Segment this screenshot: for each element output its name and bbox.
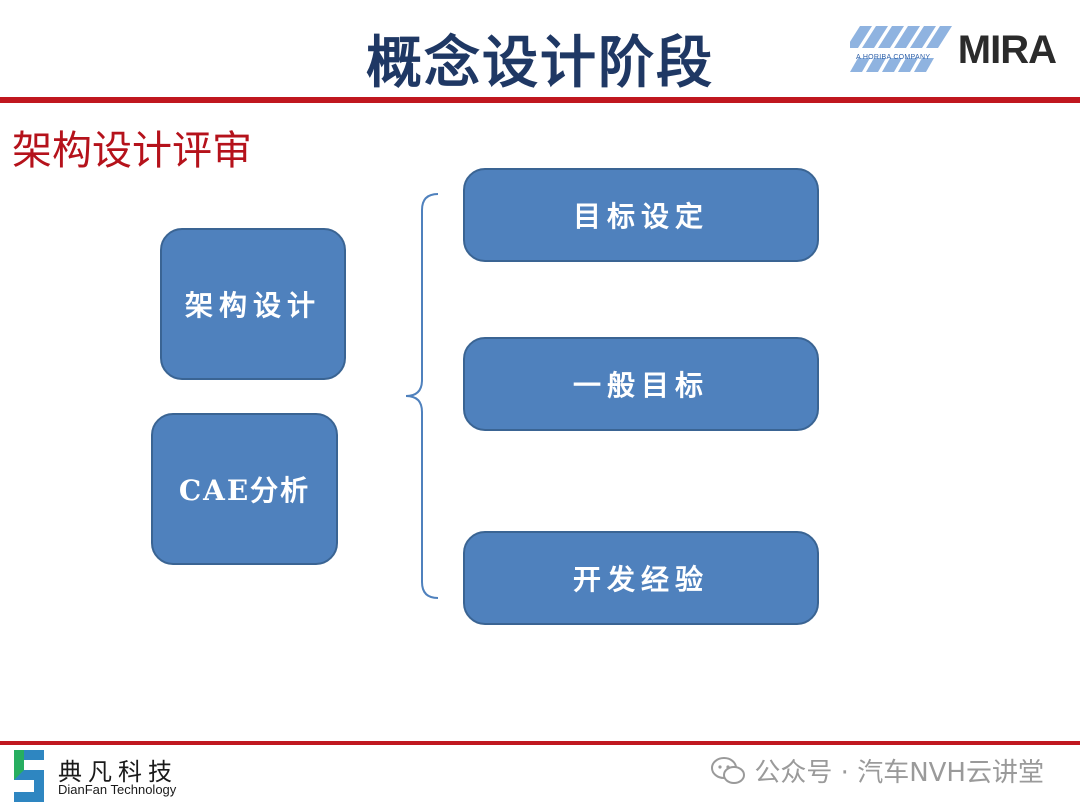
right-box-general-target: 一般目标 — [463, 337, 819, 431]
left-box-architecture-design: 架构设计 — [160, 228, 346, 380]
footer-divider — [0, 741, 1080, 745]
grouping-brace — [405, 193, 439, 599]
slide-title: 概念设计阶段 — [366, 31, 714, 96]
wechat-watermark: 公众号 · 汽车NVH云讲堂 — [710, 752, 1044, 789]
header-divider — [0, 97, 1080, 103]
mira-stripes-icon — [850, 26, 952, 72]
right-box-development-experience: 开发经验 — [463, 531, 819, 625]
brace-path — [405, 193, 439, 599]
box-label: 目标设定 — [572, 200, 709, 233]
box-label: 开发经验 — [572, 563, 709, 596]
mira-logo: A HORIBA COMPANY MIRA — [850, 22, 1070, 82]
left-box-cae-analysis: CAE分析 — [151, 413, 338, 565]
box-label: CAE分析 — [178, 474, 311, 507]
box-label: 一般目标 — [572, 369, 709, 402]
mira-tagline: A HORIBA COMPANY — [856, 54, 931, 61]
box-label: 架构设计 — [184, 289, 321, 322]
right-box-target-setting: 目标设定 — [463, 168, 819, 262]
slide-subtitle: 架构设计评审 — [12, 128, 252, 174]
dianfan-logo: 典凡科技 DianFan Technology — [10, 748, 210, 804]
watermark-text: 公众号 · 汽车NVH云讲堂 — [754, 758, 1044, 788]
dianfan-s-icon — [14, 750, 44, 802]
wechat-icon — [711, 756, 746, 784]
company-name-cn: 典凡科技 — [58, 758, 178, 786]
mira-wordmark: MIRA — [957, 28, 1057, 72]
company-name-en: DianFan Technology — [58, 782, 177, 797]
